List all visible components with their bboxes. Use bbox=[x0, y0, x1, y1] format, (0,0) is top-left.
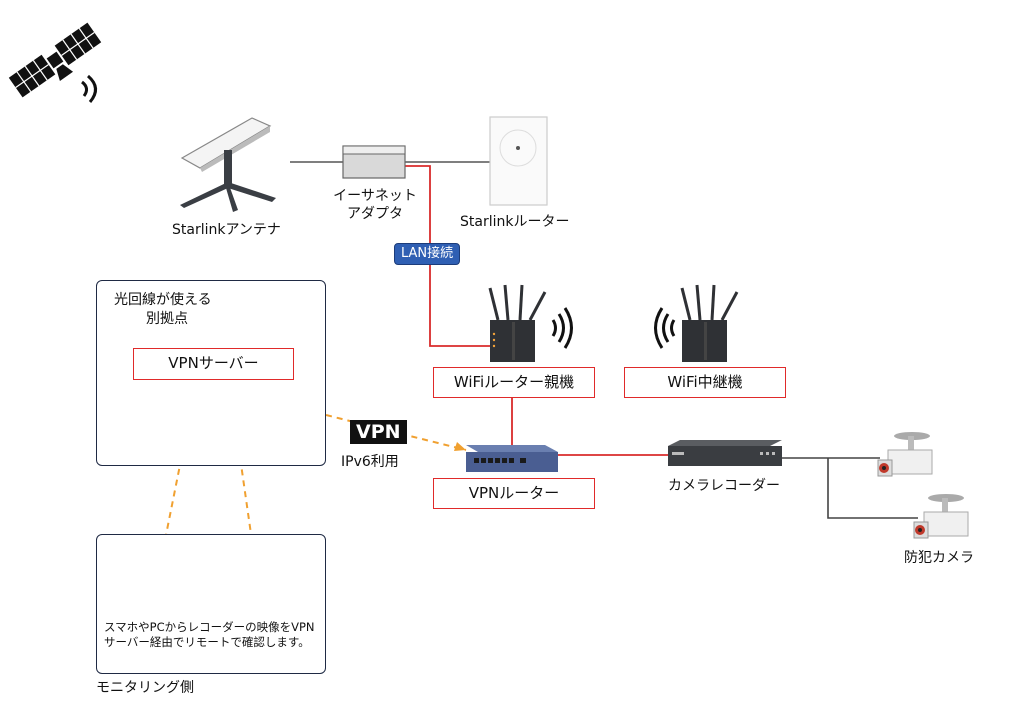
recorder-camera2-cable bbox=[827, 458, 918, 519]
wifi-parent-router-icon bbox=[488, 284, 547, 362]
camera-recorder-icon bbox=[668, 440, 782, 466]
security-camera-label: 防犯カメラ bbox=[904, 550, 974, 566]
ethernet-adapter-icon bbox=[342, 145, 406, 179]
camera-recorder-label: カメラレコーダー bbox=[668, 478, 780, 494]
satellite-signal-icon bbox=[81, 74, 97, 103]
vpn-router-label: VPNルーター bbox=[433, 478, 595, 509]
ethernet-adapter-label-line1: イーサネット bbox=[333, 188, 417, 204]
vpn-router-icon bbox=[466, 445, 558, 472]
wifi-repeater-icon bbox=[680, 284, 739, 362]
remote-site-title-line1: 光回線が使える bbox=[114, 292, 212, 308]
wifi-parent-router-label: WiFiルーター親機 bbox=[433, 367, 595, 398]
starlink-antenna-label: Starlinkアンテナ bbox=[172, 222, 281, 238]
wifi-signal-right-icon bbox=[551, 307, 573, 349]
ipv6-label: IPv6利用 bbox=[341, 454, 399, 470]
vpn-tunnel-arrow-right bbox=[454, 442, 466, 451]
satellite-icon bbox=[8, 22, 102, 98]
vpn-tag: VPN bbox=[350, 420, 407, 444]
starlink-antenna-icon bbox=[180, 117, 276, 212]
security-camera-icon bbox=[913, 494, 969, 539]
monitoring-panel bbox=[96, 534, 326, 674]
starlink-router-label: Starlinkルーター bbox=[460, 214, 570, 230]
monitoring-caption: モニタリング側 bbox=[96, 680, 194, 696]
remote-site-title-line2: 別拠点 bbox=[146, 311, 188, 327]
wifi-repeater-label: WiFi中継機 bbox=[624, 367, 786, 398]
wifi-signal-left-icon bbox=[654, 307, 676, 349]
security-camera-icon bbox=[877, 432, 933, 477]
lan-connection-tag: LAN接続 bbox=[394, 243, 461, 265]
vpn-server-label: VPNサーバー bbox=[133, 348, 294, 380]
ethernet-adapter-label-line2: アダプタ bbox=[347, 206, 403, 222]
monitoring-note: スマホやPCからレコーダーの映像をVPNサーバー経由でリモートで確認します。 bbox=[104, 620, 315, 649]
starlink-router-icon bbox=[489, 116, 548, 206]
